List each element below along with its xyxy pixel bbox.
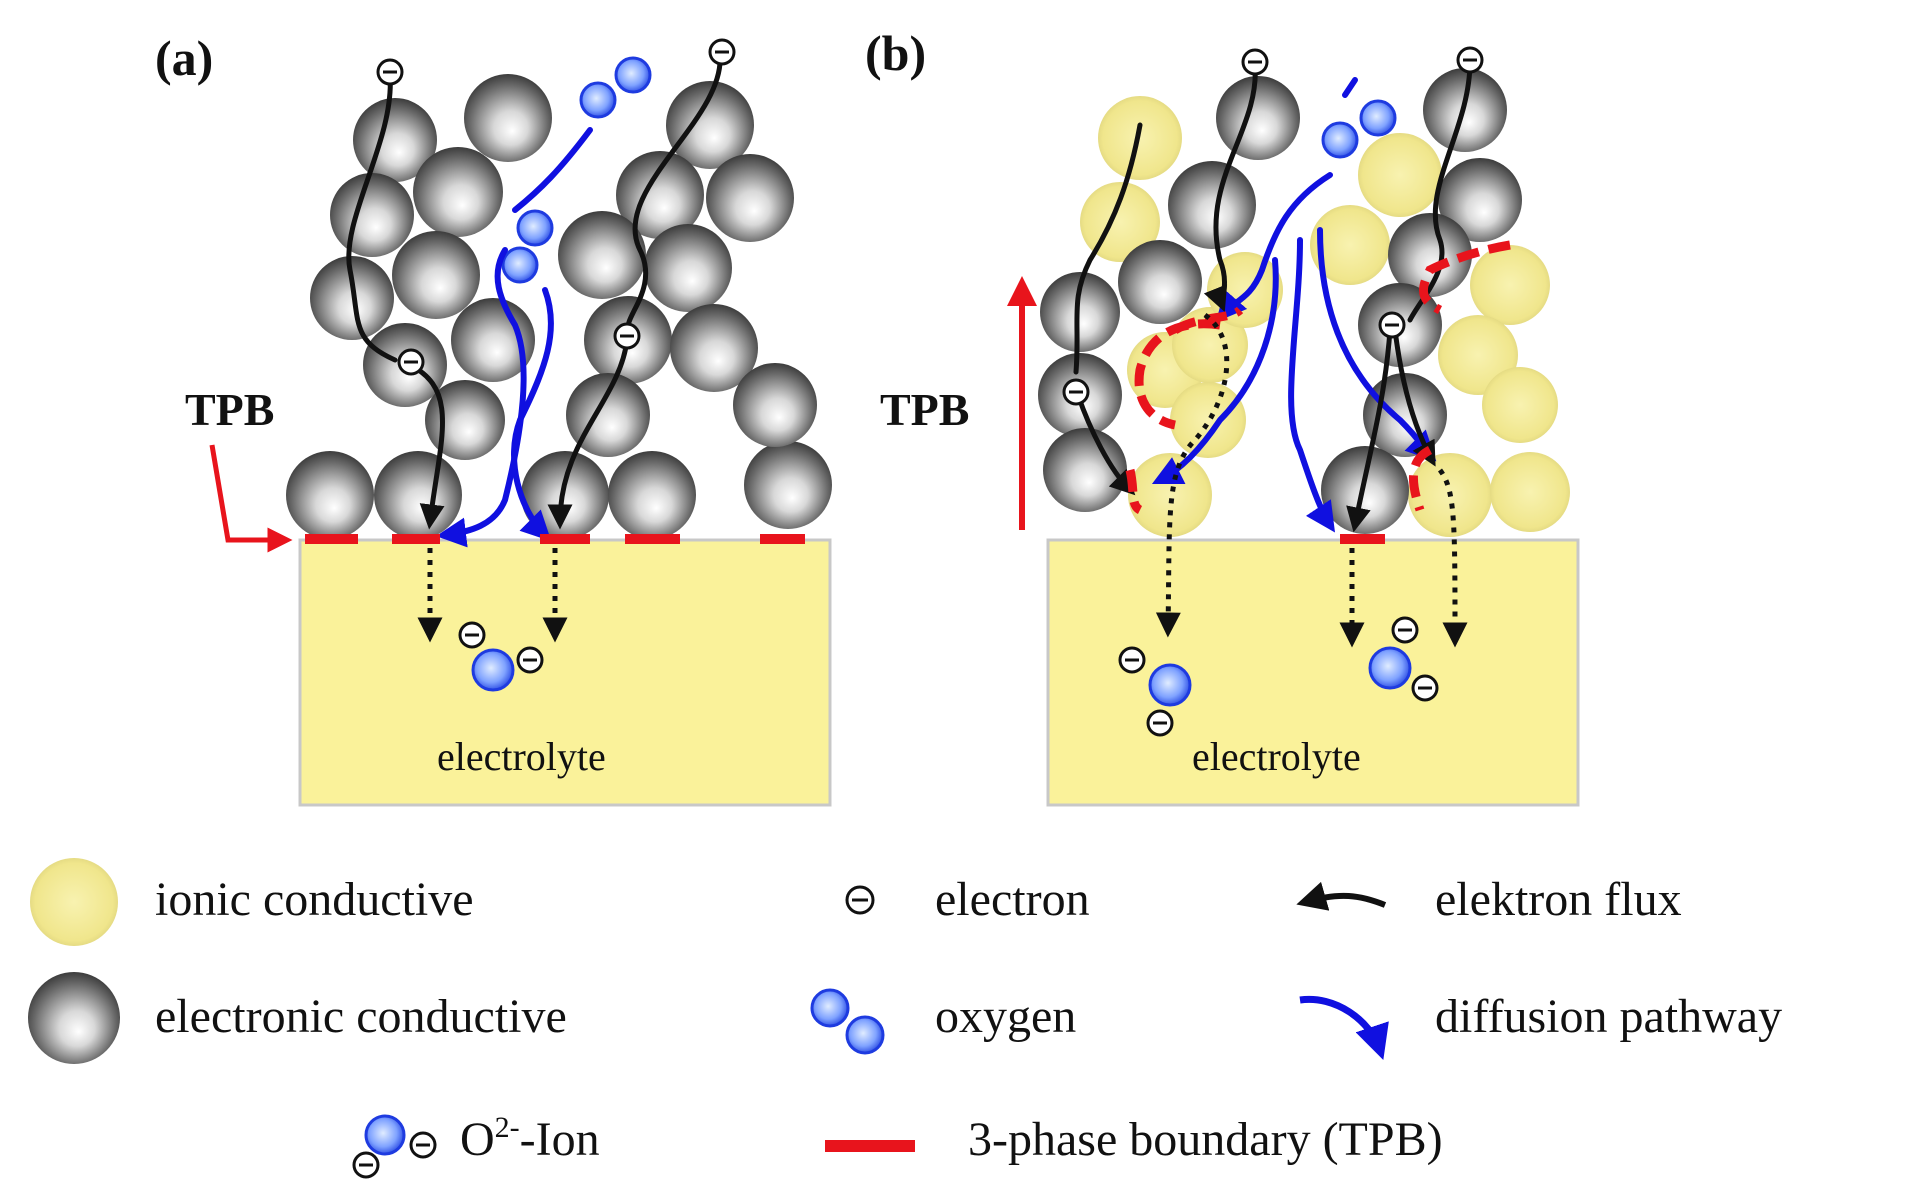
- tpb-pointer-arrow: [209, 444, 293, 553]
- legend-ionic-label: ionic conductive: [155, 873, 474, 926]
- o2-ion-icon: [1118, 646, 1192, 737]
- panel-a-tpb-label: TPB: [185, 384, 274, 435]
- o2-ion-icon: [352, 1114, 437, 1179]
- electron-icon: [1241, 48, 1269, 76]
- oxygen-molecule: [501, 209, 554, 284]
- electron-flux-paths: [1073, 59, 1473, 533]
- panel-a-electrolyte-label: electrolyte: [437, 734, 606, 779]
- electronic-particles: [286, 74, 832, 539]
- electrolyte-layer: [298, 538, 832, 807]
- oxygen-molecule: [579, 56, 652, 119]
- diffusion-pathways: [436, 127, 593, 548]
- o2-ion-icon: [458, 621, 544, 692]
- ion-transport-arrows: [1155, 312, 1468, 648]
- ion-transport-arrows: [417, 548, 568, 643]
- electron-icon: [708, 38, 736, 66]
- electron-icon: [1378, 311, 1406, 339]
- electron-flux-paths: [346, 52, 723, 530]
- electron-icon: [397, 348, 425, 376]
- legend-electronic-label: electronic conductive: [155, 990, 567, 1043]
- o2-ion-icon: [1368, 616, 1439, 702]
- legend-oxygen-label: oxygen: [935, 990, 1076, 1043]
- panel-b-label: (b): [865, 25, 926, 81]
- diffusion-pathway-icon: [1299, 995, 1389, 1060]
- panel-a-label: (a): [155, 30, 213, 86]
- legend-o2-ion-label: O2--Ion: [460, 1111, 600, 1166]
- oxygen-molecule: [1321, 99, 1397, 159]
- panel-a: (a) TPB electrolyte: [155, 30, 832, 807]
- electron-icon: [1456, 46, 1484, 74]
- panel-b-tpb-label: TPB: [880, 384, 969, 435]
- electron-icon: [1062, 378, 1090, 406]
- legend-tpb-label: 3-phase boundary (TPB): [968, 1113, 1443, 1166]
- electron-icon: [376, 58, 404, 86]
- legend-electron-flux-label: elektron flux: [1435, 873, 1682, 926]
- electron-flux-icon: [1296, 881, 1387, 911]
- oxygen-icon: [810, 988, 885, 1055]
- electronic-particle-icon: [28, 972, 120, 1064]
- tpb-markers: [1125, 240, 1511, 515]
- panel-b-electrolyte-label: electrolyte: [1192, 734, 1361, 779]
- legend-diffusion-label: diffusion pathway: [1435, 990, 1782, 1043]
- ionic-particle-icon: [30, 858, 118, 946]
- legend-electron-label: electron: [935, 873, 1090, 926]
- electron-icon: [845, 885, 875, 915]
- panel-b: (b) TPB electrolyte: [865, 25, 1580, 807]
- electron-icon: [613, 322, 641, 350]
- legend: ionic conductive electron elektron flux …: [28, 858, 1782, 1179]
